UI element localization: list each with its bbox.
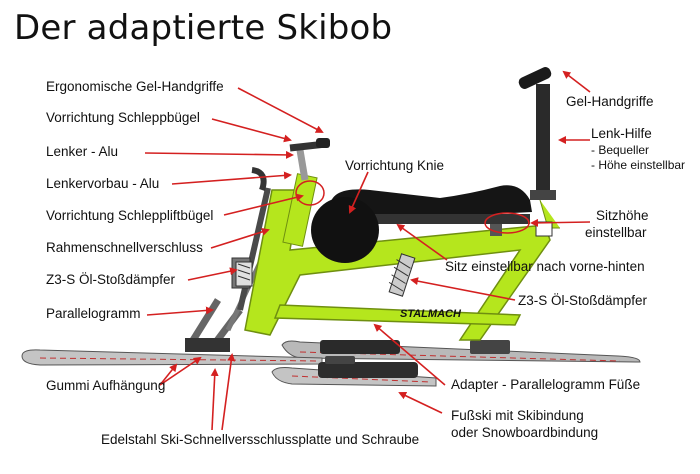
rear-shock bbox=[388, 253, 416, 297]
label-fussski-1: Fußski mit Skibindung bbox=[451, 408, 584, 423]
front-ski bbox=[21, 349, 323, 366]
label-lenker: Lenker - Alu bbox=[46, 144, 119, 159]
label-sitzhoehe-2: einstellbar bbox=[585, 225, 647, 240]
knee-pad bbox=[311, 197, 379, 263]
annotation-arrows bbox=[144, 70, 591, 431]
steering-aid bbox=[518, 67, 560, 237]
label-parallelogramm: Parallelogramm bbox=[46, 306, 141, 321]
label-sitzhoehe-1: Sitzhöhe bbox=[596, 208, 649, 223]
seat bbox=[329, 185, 532, 224]
label-schlepplift: Vorrichtung Schleppliftbügel bbox=[46, 208, 214, 223]
label-z3s-left: Z3-S Öl-Stoßdämpfer bbox=[46, 272, 176, 287]
frame-brand: STALMACH bbox=[400, 308, 462, 320]
front-shock bbox=[235, 261, 253, 287]
label-z3s-right: Z3-S Öl-Stoßdämpfer bbox=[518, 293, 648, 308]
label-sitz-einstellbar: Sitz einstellbar nach vorne-hinten bbox=[445, 259, 645, 274]
label-gummi: Gummi Aufhängung bbox=[46, 378, 166, 393]
ski-binding bbox=[318, 362, 418, 378]
label-hoehe: - Höhe einstellbar bbox=[591, 158, 686, 172]
label-adapter: Adapter - Parallelogramm Füße bbox=[451, 377, 641, 392]
label-lenkervorbau: Lenkervorbau - Alu bbox=[46, 176, 160, 191]
label-edelstahl: Edelstahl Ski-Schnellversschlussplatte u… bbox=[101, 432, 420, 447]
main-frame: STALMACH bbox=[244, 189, 551, 341]
label-bequeller: - Bequeller bbox=[591, 143, 650, 157]
page-title: Der adaptierte Skibob bbox=[14, 8, 393, 48]
foot-ski bbox=[271, 356, 437, 387]
label-rahmen: Rahmenschnellverschluss bbox=[46, 240, 203, 255]
label-fussski-2: oder Snowboardbindung bbox=[451, 425, 599, 440]
label-knie: Vorrichtung Knie bbox=[345, 158, 445, 173]
label-lenk-hilfe: Lenk-Hilfe bbox=[591, 126, 652, 141]
rear-binding bbox=[320, 340, 400, 354]
label-schleppbuegel: Vorrichtung Schleppbügel bbox=[46, 110, 200, 125]
label-gel-handgriffe-right: Gel-Handgriffe bbox=[566, 94, 654, 109]
label-gel-handgriffe-left: Ergonomische Gel-Handgriffe bbox=[46, 79, 224, 94]
head-tube bbox=[282, 138, 330, 247]
